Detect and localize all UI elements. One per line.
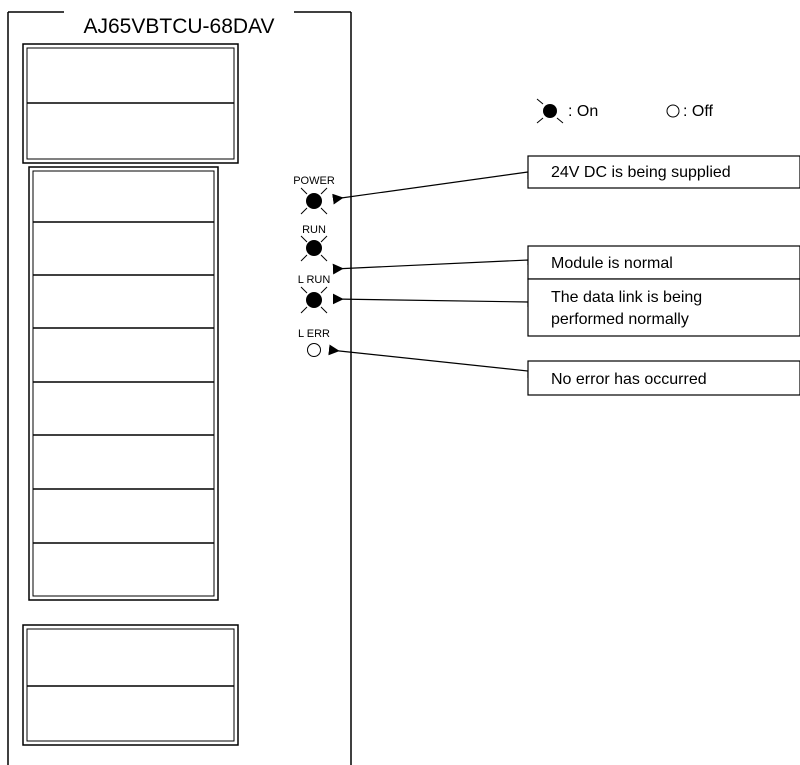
callout-run: Module is normal — [527, 245, 800, 280]
led-l-err-off-icon — [307, 343, 321, 357]
callout-l-run: The data link is being performed normall… — [527, 278, 800, 337]
module-body — [7, 11, 352, 765]
callout-l-err: No error has occurred — [527, 360, 800, 396]
callout-run-text: Module is normal — [551, 255, 673, 272]
middle-terminal-block — [28, 166, 219, 601]
leader-l-run — [332, 293, 529, 307]
led-l-run-on-icon — [306, 292, 322, 308]
led-run-on-icon — [306, 240, 322, 256]
leader-run — [332, 259, 529, 275]
leader-power — [332, 171, 529, 205]
module-title: AJ65VBTCU-68DAV — [83, 15, 274, 38]
lower-terminal-block — [22, 624, 239, 746]
led-l-run: L RUN — [298, 274, 331, 314]
led-l-err-label: L ERR — [298, 328, 330, 340]
led-power-on-icon — [306, 193, 322, 209]
led-l-err: L ERR — [298, 328, 330, 357]
legend-on-label: : On — [568, 103, 598, 120]
upper-terminal-block — [22, 43, 239, 164]
legend-off-label: : Off — [683, 103, 713, 120]
leader-l-err — [328, 344, 529, 378]
legend-off-icon — [666, 104, 680, 118]
legend-on-icon — [536, 98, 564, 124]
callout-leaders — [328, 171, 529, 378]
legend: : On : Off — [536, 98, 713, 124]
callout-l-run-text-line1: The data link is being — [551, 289, 702, 306]
callout-power: 24V DC is being supplied — [527, 155, 800, 189]
led-power-label: POWER — [293, 175, 335, 187]
callout-power-text: 24V DC is being supplied — [551, 164, 731, 181]
led-l-run-label: L RUN — [298, 274, 331, 286]
led-power: POWER — [293, 175, 335, 215]
led-run-label: RUN — [302, 224, 326, 236]
callout-l-run-text-line2: performed normally — [551, 311, 689, 328]
led-run: RUN — [300, 224, 328, 262]
callout-l-err-text: No error has occurred — [551, 371, 707, 388]
